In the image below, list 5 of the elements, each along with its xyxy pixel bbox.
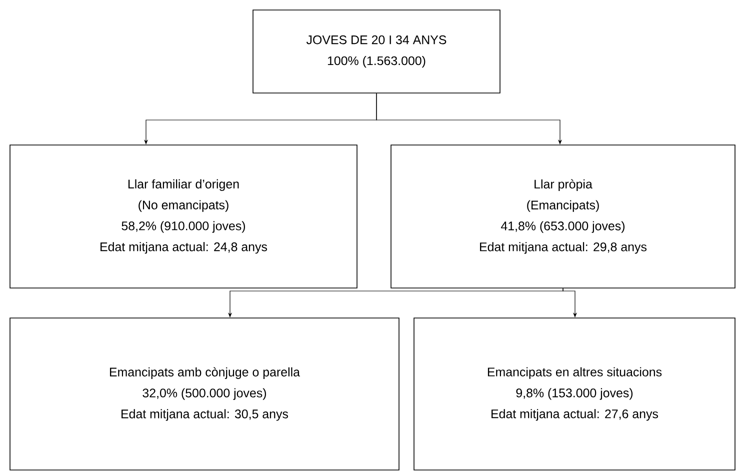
text-box: Llar pròpia (Emancipats) 41,8% (653.000 joves) Edat mitjana actual: 29,8 anys	[390, 144, 736, 288]
text-box: Emancipats en altres situacions 9,8% (153.000 joves) Edat mitjana actual: 27,6 anys	[414, 318, 736, 470]
text-box: Llar familiar d’origen (No emancipats) 58,2% (910.000 joves) Edat mitjana actual: 24,8 anys	[10, 144, 358, 288]
text-box: Emancipats amb cònjuge o parella 32,0% (500.000 joves) Edat mitjana actual: 30,5 anys	[10, 318, 400, 470]
text-box: JOVES DE 20 I 34 ANYS 100% (1.563.000)	[252, 10, 500, 94]
